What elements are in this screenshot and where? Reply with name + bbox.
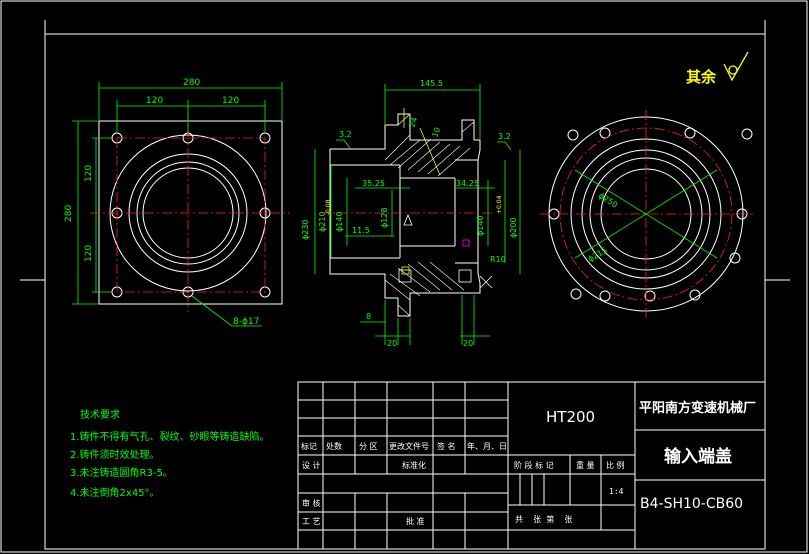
dim-d200: ϕ200: [509, 217, 518, 238]
tb-h-standard: 标准化: [402, 460, 426, 470]
dim-front-v-top: 120: [84, 165, 94, 182]
title-block: 标记 处数 分 区 更改文件号 签 名 年、月、日 设 计 标准化 审 核 工 …: [297, 381, 766, 550]
tb-h-count: 处数: [326, 441, 342, 451]
tol-minus: -0.08: [325, 199, 332, 215]
dim-20-right: 20: [463, 339, 473, 348]
surface-finish-note: 其余: [686, 68, 717, 86]
tech-item: 2.铸件须时效处理。: [70, 448, 160, 461]
tb-part-name: 输入端盖: [664, 446, 732, 467]
tech-title: 技术要求: [80, 408, 120, 421]
side-bolt-holes: [548, 127, 753, 302]
tb-h-approve: 批 准: [406, 516, 425, 526]
tb-h-mark: 标记: [301, 441, 317, 451]
dim-d230: ϕ230: [301, 219, 310, 240]
tb-h-check: 审 核: [302, 498, 321, 508]
front-view: 280 120 120 280 120 120 8-ϕ17: [64, 78, 290, 327]
tb-h-sheets: 共 张 第 张: [515, 514, 572, 524]
dim-front-left-half: 120: [146, 96, 163, 106]
tb-h-scale: 比 例: [606, 460, 625, 470]
tb-h-change: 更改文件号: [389, 441, 429, 451]
dim-r10: R10: [490, 255, 506, 264]
tb-scale-value: 1:4: [609, 487, 624, 496]
dim-10: 10: [430, 126, 442, 139]
dim-front-v-bottom: 120: [84, 245, 94, 262]
flange-outline: [98, 120, 283, 305]
tech-requirements: 技术要求 1.铸件不得有气孔、裂纹、砂眼等铸造缺陷。 2.铸件须时效处理。 3.…: [70, 408, 270, 499]
dim-8: 8: [366, 312, 371, 321]
tb-h-design: 设 计: [302, 460, 321, 470]
tb-h-zone: 分 区: [359, 442, 378, 451]
tb-h-process: 工 艺: [302, 517, 321, 526]
dim-front-height: 280: [64, 205, 74, 222]
tech-item: 4.未注倒角2x45°。: [70, 486, 160, 499]
tol-plus: +0.04: [496, 195, 503, 214]
tb-company: 平阳南方变速机械厂: [639, 400, 756, 416]
hole-callout: 8-ϕ17: [233, 317, 259, 327]
roughness-b: 3.2: [498, 132, 511, 141]
dim-35-25: 35.25: [362, 179, 385, 188]
tb-h-date: 年、月、日: [467, 441, 507, 451]
roughness-a: 3.2: [339, 130, 352, 139]
surface-finish-icon: [723, 51, 749, 82]
dim-d140-right: ϕ140: [476, 215, 485, 236]
dim-24: 24: [407, 116, 419, 129]
tech-item: 3.未注铸造圆角R3-5。: [70, 466, 173, 479]
dim-front-right-half: 120: [222, 96, 239, 106]
dim-34-25: 34.25: [456, 179, 479, 188]
tb-h-weight: 重 量: [576, 460, 595, 470]
dim-20-left: 20: [387, 339, 397, 348]
tb-material: HT200: [546, 408, 595, 426]
tech-item: 1.铸件不得有气孔、裂纹、砂眼等铸造缺陷。: [70, 430, 270, 443]
tb-h-stage: 阶 段 标 记: [514, 460, 554, 470]
tb-drawing-no: B4-SH10-CB60: [640, 496, 743, 512]
dim-section-length: 145.5: [420, 79, 443, 88]
tb-h-sign: 签 名: [437, 441, 456, 451]
dim-d210: ϕ210: [318, 211, 327, 232]
section-view: 145.5 ϕ230 ϕ210 ϕ140 ϕ128 ϕ140 ϕ200 35.2…: [301, 79, 521, 348]
dim-d140-left: ϕ140: [335, 211, 344, 232]
dim-d128: ϕ128: [380, 207, 389, 228]
dim-11-5: 11.5: [352, 226, 370, 235]
dim-front-overall: 280: [183, 78, 200, 88]
